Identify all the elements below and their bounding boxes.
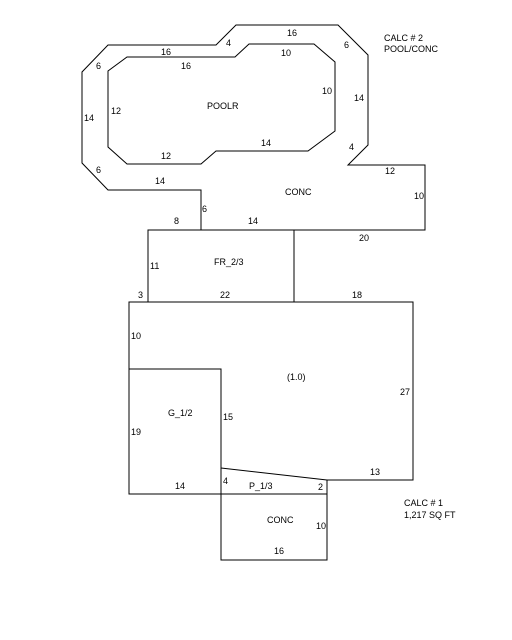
dim-label: 16 <box>274 546 284 556</box>
dim-label: 2 <box>318 482 323 492</box>
dim-label: 14 <box>354 93 364 103</box>
dim-label: 4 <box>226 38 231 48</box>
dim-label: 3 <box>138 290 143 300</box>
dim-label: 19 <box>131 427 141 437</box>
dim-label: 6 <box>202 204 207 214</box>
area-label-porch: P_1/3 <box>249 481 273 491</box>
dim-label: 14 <box>175 481 185 491</box>
dim-label: 16 <box>161 47 171 57</box>
dim-label: 6 <box>96 165 101 175</box>
dim-label: 12 <box>161 151 171 161</box>
dim-label: 27 <box>400 387 410 397</box>
calc2-subtitle: POOL/CONC <box>384 44 439 54</box>
dim-label: 10 <box>281 48 291 58</box>
main-house-outline <box>128 301 414 495</box>
dim-label: 10 <box>316 521 326 531</box>
dim-label: 10 <box>131 331 141 341</box>
calc1-title: CALC # 1 <box>404 498 443 508</box>
dim-label: 8 <box>174 216 179 226</box>
dim-label: 20 <box>359 233 369 243</box>
dim-label: 4 <box>349 142 354 152</box>
dim-label: 13 <box>370 467 380 477</box>
dim-label: 12 <box>111 106 121 116</box>
area-label-fr: FR_2/3 <box>214 257 244 267</box>
dim-label: 14 <box>261 138 271 148</box>
dim-label: 14 <box>248 216 258 226</box>
area-label-main: (1.0) <box>287 372 306 382</box>
dim-label: 12 <box>385 166 395 176</box>
area-label-garage: G_1/2 <box>168 408 193 418</box>
dim-label: 15 <box>223 412 233 422</box>
dim-label: 14 <box>155 176 165 186</box>
dim-label: 4 <box>223 476 228 486</box>
dim-label: 6 <box>344 40 349 50</box>
dim-label: 18 <box>352 290 362 300</box>
dim-label: 10 <box>414 191 424 201</box>
dim-label: 16 <box>287 28 297 38</box>
calc2-title: CALC # 2 <box>384 33 423 43</box>
area-label-porch-conc: CONC <box>267 515 294 525</box>
dim-label: 22 <box>220 290 230 300</box>
dim-label: 11 <box>150 261 159 271</box>
pool-outline <box>107 43 336 165</box>
porch-conc-outline <box>220 494 328 561</box>
dim-label: 14 <box>84 113 94 123</box>
calc1-area: 1,217 SQ FT <box>404 510 456 520</box>
area-label-pool: POOLR <box>207 101 239 111</box>
dim-label: 16 <box>181 61 191 71</box>
dim-label: 10 <box>322 86 332 96</box>
pool-deck-outline <box>81 24 426 231</box>
dim-label: 6 <box>96 61 101 71</box>
garage-outline <box>129 368 222 494</box>
porch-outline <box>220 467 328 481</box>
area-label-deck: CONC <box>285 187 312 197</box>
